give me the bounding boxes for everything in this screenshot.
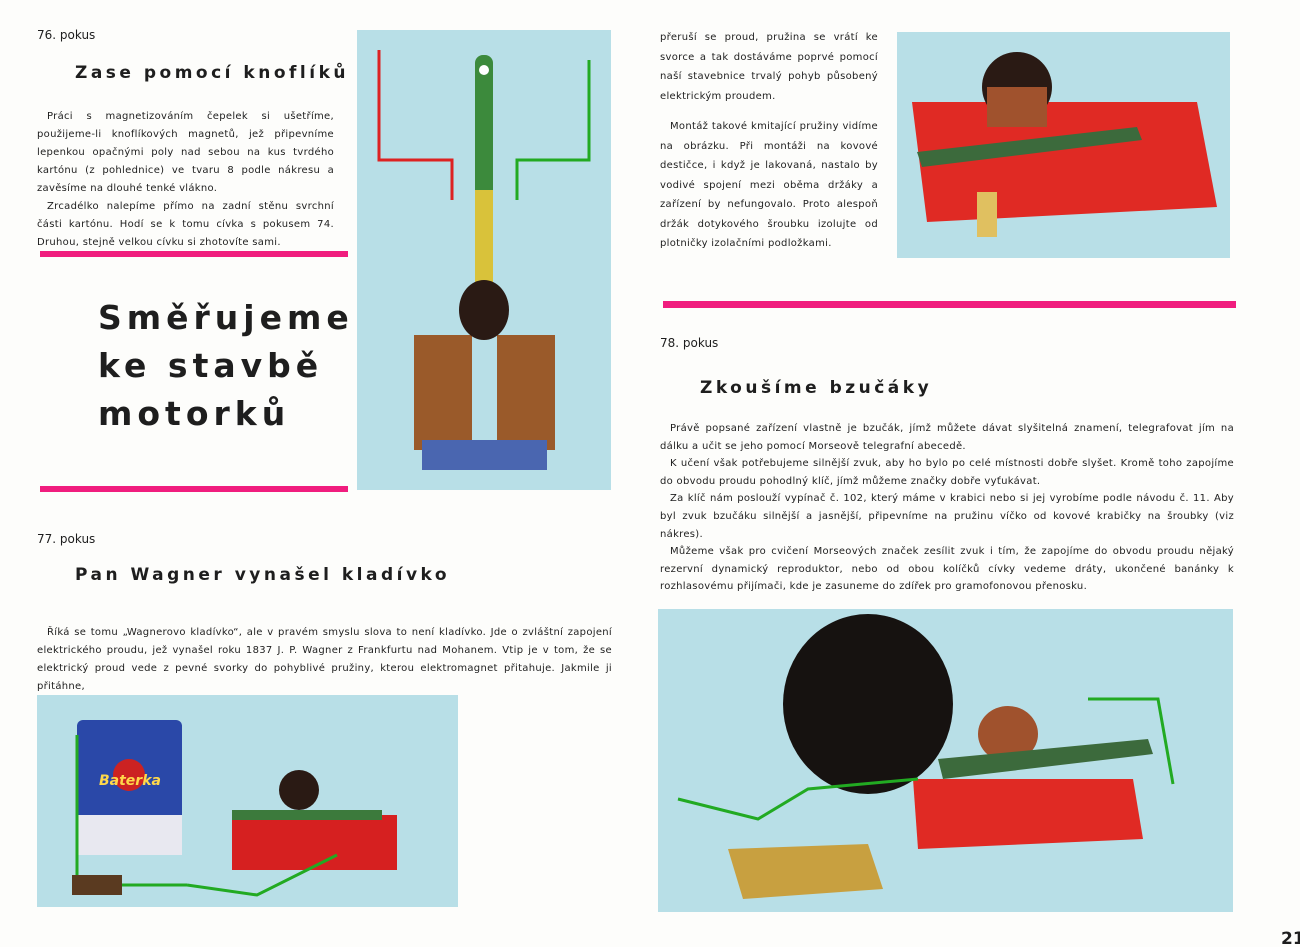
apparatus-illustration	[377, 50, 591, 470]
section-title-line: motorků	[98, 394, 291, 433]
battery-label: Baterka	[99, 773, 161, 789]
experiment-76-title: Zase pomocí knoflíků	[75, 63, 349, 83]
accent-divider	[663, 301, 1236, 308]
experiment-77-number: 77. pokus	[37, 532, 96, 546]
section-title: Směřujeme ke stavbě motorků	[98, 294, 354, 438]
paragraph: K učení však potřebujeme silnější zvuk, …	[660, 458, 1234, 487]
paragraph: Montáž takové kmitající pružiny vidíme n…	[660, 121, 878, 249]
accent-divider	[40, 486, 348, 492]
paragraph: Můžeme však pro cvičení Morseových znače…	[660, 546, 1234, 593]
photo-buzzer	[658, 609, 1233, 912]
experiment-77-text: Říká se tomu „Wagnerovo kladívko“, ale v…	[37, 624, 612, 696]
wagner-illustration	[72, 720, 397, 897]
paragraph: Zrcadélko nalepíme přímo na zadní stěnu …	[37, 201, 334, 248]
section-title-line: Směřujeme	[98, 298, 354, 337]
experiment-78-text: Právě popsané zařízení vlastně je bzučák…	[660, 420, 1234, 596]
experiment-76-number: 76. pokus	[37, 28, 96, 42]
section-title-line: ke stavbě	[98, 346, 324, 385]
photo-wagner-hammer: Baterka	[37, 695, 458, 907]
experiment-77-title: Pan Wagner vynašel kladívko	[75, 565, 451, 585]
experiment-77-continuation: přeruší se proud, pružina se vrátí ke sv…	[660, 28, 878, 254]
paragraph: Práci s magnetizováním čepelek si ušetří…	[37, 111, 334, 194]
page-number: 21	[1281, 929, 1300, 947]
paragraph: Právě popsané zařízení vlastně je bzučák…	[660, 423, 1234, 452]
experiment-76-text: Práci s magnetizováním čepelek si ušetří…	[37, 108, 334, 252]
buzzer-illustration	[677, 614, 1175, 899]
experiment-78-title: Zkoušíme bzučáky	[700, 378, 933, 398]
experiment-78-number: 78. pokus	[660, 336, 719, 350]
photo-vibrating-spring	[897, 32, 1230, 258]
paragraph: Říká se tomu „Wagnerovo kladívko“, ale v…	[37, 627, 612, 692]
spring-illustration	[912, 52, 1217, 237]
paragraph: přeruší se proud, pružina se vrátí ke sv…	[660, 32, 878, 102]
photo-magnet-apparatus	[357, 30, 611, 490]
accent-divider	[40, 251, 348, 257]
paragraph: Za klíč nám poslouží vypínač č. 102, kte…	[660, 493, 1234, 540]
